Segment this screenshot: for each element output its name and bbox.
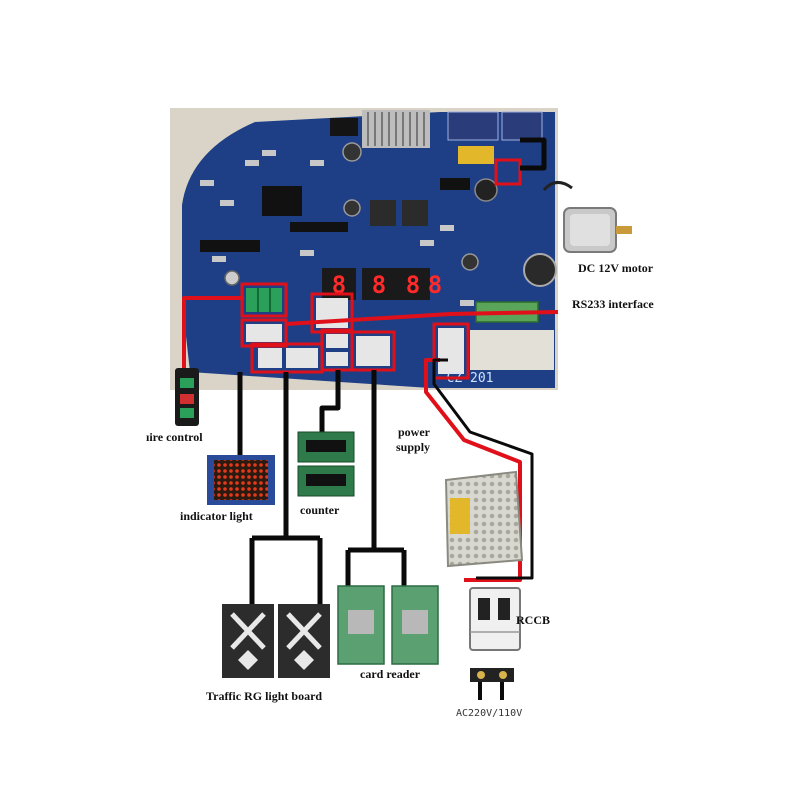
capacitor-2 [343, 199, 361, 217]
connector-counter-b [326, 352, 348, 366]
highlight-rs232 [310, 292, 354, 334]
regulator-2 [402, 200, 428, 226]
indicator-light-label: indicator light [180, 509, 253, 523]
traffic-board-label: Traffic RG light board [206, 689, 322, 703]
capacitor-1 [342, 142, 362, 162]
ac-input-label: AC220V/110V [456, 708, 522, 719]
card-reader-label: card reader [360, 667, 421, 681]
transformer [470, 330, 554, 370]
connector-card-reader [356, 336, 390, 366]
dc-motor: DC 12V motor [542, 181, 654, 275]
terminal-block-fire [246, 288, 282, 312]
power-supply: power supply [396, 425, 524, 568]
yellow-capacitor [458, 146, 494, 164]
power-supply-label-line2: supply [396, 440, 430, 454]
smd-components [200, 150, 474, 306]
relay-2 [501, 111, 543, 141]
rccb-label: RCCB [516, 613, 550, 627]
connector-power [438, 328, 464, 374]
wire-fire [182, 296, 244, 370]
wire-motor [520, 137, 547, 171]
display-digit-3: 8 [406, 271, 420, 299]
wire-power-red [424, 358, 522, 582]
capacitor-4 [461, 253, 479, 271]
indicator-light: indicator light [180, 455, 275, 523]
display-digit-1: 8 [332, 271, 346, 299]
ic-row-2 [290, 222, 348, 232]
capacitor-large [523, 253, 557, 287]
display-digit-2: 8 [372, 271, 386, 299]
counter-label: counter [300, 503, 340, 517]
power-supply-label-line1: power [398, 425, 431, 439]
traffic-board-2 [278, 604, 330, 678]
wire-counter [319, 370, 341, 432]
ic-row-1 [200, 240, 260, 252]
highlight-power [432, 322, 470, 380]
regulator-1 [370, 200, 396, 226]
highlight-aux [240, 318, 288, 348]
ic-main [262, 186, 302, 216]
rccb-breaker: RCCB [469, 587, 550, 651]
dc-motor-label: DC 12V motor [578, 261, 654, 275]
highlight-motor [494, 158, 522, 186]
black-wires [237, 137, 547, 700]
connector-aux [246, 324, 282, 342]
relay-1 [447, 111, 499, 141]
connector-counter-a [326, 334, 348, 348]
connector-indicator [258, 348, 282, 368]
rs232-label: RS233 interface [572, 297, 654, 311]
wire-rs232 [285, 310, 559, 326]
traffic-light-boards: Traffic RG light board [206, 604, 330, 703]
counter-boards: counter [297, 431, 355, 517]
heatsink [362, 110, 430, 148]
connector-lamp [286, 348, 318, 368]
card-readers: card reader [337, 585, 439, 681]
display-digit-4: 8 [428, 271, 442, 299]
ic-row-3 [440, 178, 470, 190]
ac-input-terminal: AC220V/110V [456, 668, 522, 719]
red-wires [182, 296, 559, 582]
wire-power-black [432, 358, 534, 580]
control-board: 8 8 8 8 CZ-201 [170, 108, 558, 390]
fire-control-label: ıire control [146, 430, 203, 444]
board-model: CZ-201 [447, 371, 494, 386]
pin-header-top [330, 118, 358, 136]
traffic-board-1 [222, 604, 274, 678]
button-1 [224, 270, 240, 286]
fire-control-switch: ıire control [146, 368, 203, 444]
capacitor-3 [474, 178, 498, 202]
